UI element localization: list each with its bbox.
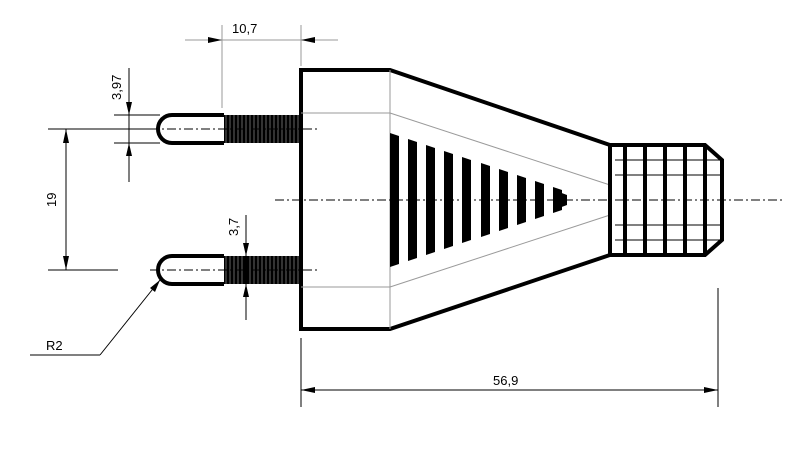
dimension-arrow <box>704 387 718 393</box>
grip-slot <box>535 181 544 219</box>
leader-tip-radius: R2 <box>30 279 161 356</box>
pin-shank-diameter-label: 3,7 <box>226 218 241 236</box>
dimension-arrow <box>243 284 249 297</box>
leader-arrow <box>150 280 160 292</box>
pin-offset-label: 10,7 <box>232 21 257 36</box>
dimension-pin-tip-diameter: 3,97 <box>109 68 160 182</box>
body-inner-line <box>389 214 611 288</box>
leader-line <box>99 279 161 356</box>
dimension-arrow <box>126 143 132 156</box>
dimension-arrow <box>126 102 132 115</box>
dimension-arrow <box>301 387 315 393</box>
overall-length-label: 56,9 <box>493 373 518 388</box>
dimension-arrow <box>243 243 249 256</box>
body-inner-line <box>389 112 611 186</box>
dimension-pin-offset: 10,7 <box>185 21 338 108</box>
tip-radius-label: R2 <box>46 338 63 353</box>
dimension-pin-shank-diameter: 3,7 <box>226 215 249 320</box>
dimension-arrow <box>301 37 315 43</box>
dimension-arrow <box>63 129 69 143</box>
dimension-arrow <box>63 256 69 270</box>
pin-spacing-label: 19 <box>44 193 59 207</box>
pin-tip-diameter-label: 3,97 <box>109 75 124 100</box>
dimension-arrow <box>208 37 222 43</box>
dimension-overall-length: 56,9 <box>300 288 719 407</box>
center-lines <box>150 128 782 271</box>
grip-slot <box>559 192 567 208</box>
dimension-pin-spacing: 19 <box>44 128 160 271</box>
